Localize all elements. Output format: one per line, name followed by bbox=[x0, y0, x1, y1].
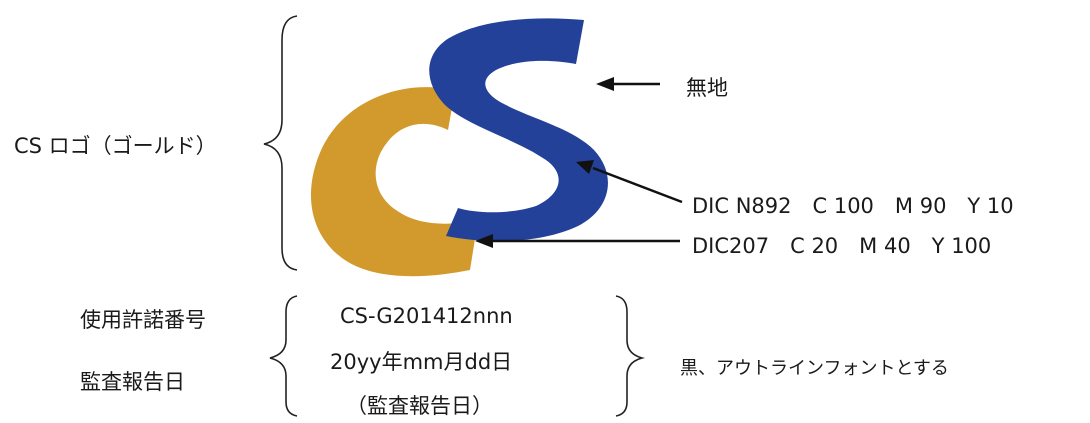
audit-date-label: 監査報告日 bbox=[80, 370, 185, 394]
arrow-gold bbox=[475, 234, 680, 248]
license-number-value: CS-G201412nnn bbox=[340, 304, 513, 328]
logo-brace bbox=[263, 15, 298, 271]
audit-date-note: （監査報告日） bbox=[346, 394, 493, 418]
license-brace-left bbox=[269, 295, 298, 417]
audit-date-value: 20yy年mm月dd日 bbox=[330, 350, 513, 374]
blue-spec-label: DIC N892 C 100 M 90 Y 10 bbox=[692, 194, 1014, 218]
arrow-plain bbox=[596, 77, 660, 91]
logo-s-shape bbox=[429, 18, 608, 242]
license-number-label: 使用許諾番号 bbox=[80, 308, 206, 332]
logo-c-shape bbox=[310, 87, 478, 277]
style-note: 黒、アウトラインフォントとする bbox=[680, 358, 949, 379]
arrow-blue bbox=[576, 160, 683, 204]
plain-label: 無地 bbox=[686, 76, 728, 100]
gold-spec-label: DIC207 C 20 M 40 Y 100 bbox=[692, 234, 992, 258]
license-brace-right bbox=[615, 295, 646, 417]
logo-title: CS ロゴ（ゴールド） bbox=[14, 134, 217, 158]
